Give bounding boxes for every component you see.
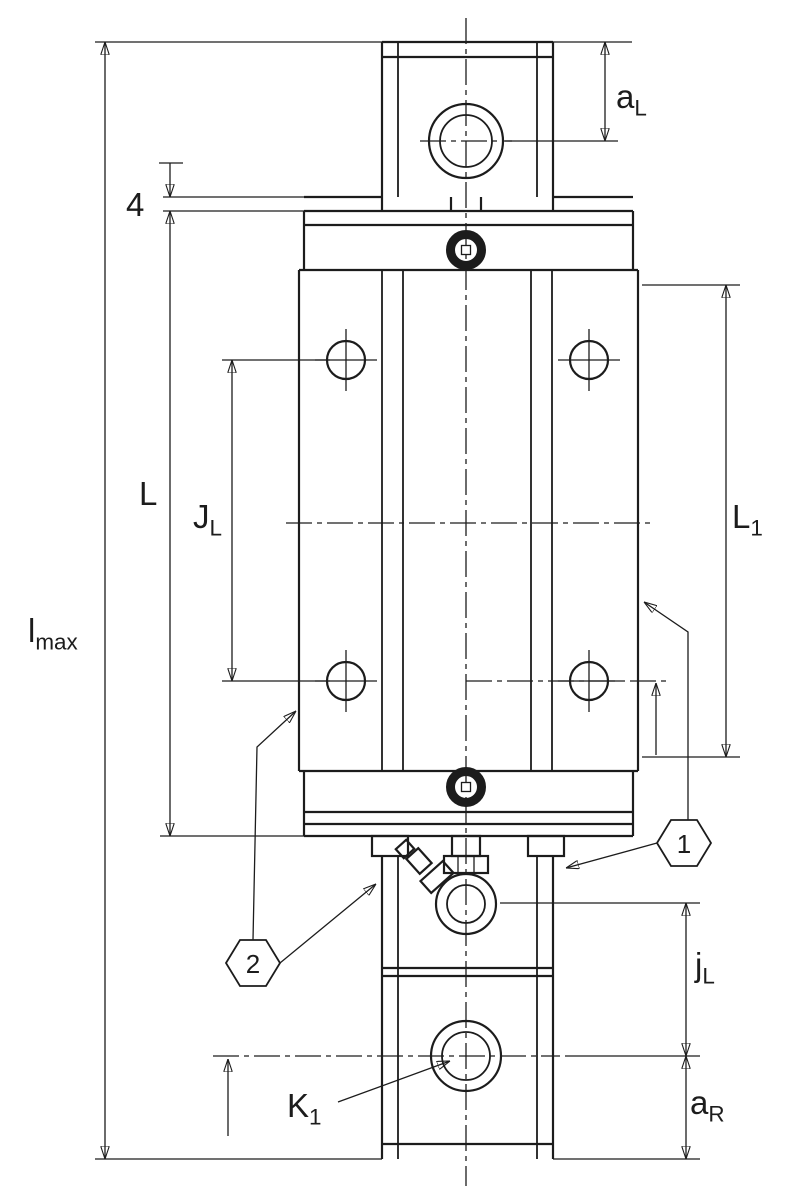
carriage-mounting-hole-bottom-right	[558, 650, 620, 712]
label-l1: L1	[732, 498, 763, 541]
dimension-plate-4	[159, 162, 382, 212]
end-seal-tab-left	[370, 834, 410, 858]
rail-bottom-section	[370, 834, 566, 1159]
balloon-1-hexagon	[655, 819, 713, 867]
dimension-l1	[642, 284, 740, 758]
label-k1: K1	[287, 1087, 322, 1130]
lube-port-bottom	[446, 767, 486, 807]
lube-port-top	[446, 230, 486, 270]
balloon-1	[566, 602, 713, 868]
dimension-lines	[95, 41, 740, 1160]
balloon-2	[224, 711, 376, 987]
rail-top-mounting-hole	[427, 102, 505, 180]
label-l: L	[139, 475, 158, 512]
label-jl-lower: jL	[695, 946, 715, 989]
label-jl-upper: JL	[193, 498, 222, 541]
dimension-jl-upper	[222, 359, 330, 682]
rail-bottom-mounting-hole	[429, 1019, 503, 1093]
end-seal-tab-right	[526, 834, 566, 858]
balloon-2-number: 2	[245, 949, 261, 979]
dimension-al	[505, 42, 618, 142]
centerlines	[213, 18, 668, 1186]
label-4: 4	[126, 186, 145, 223]
label-ar: aR	[690, 1084, 725, 1127]
balloon-1-number: 1	[676, 829, 692, 859]
balloon-2-hexagon	[224, 939, 282, 987]
leader-k1	[337, 1060, 450, 1103]
label-lmax: lmax	[28, 612, 78, 655]
grease-nipple	[394, 834, 498, 936]
carriage-assembly	[297, 195, 640, 838]
label-al: aL	[616, 78, 647, 121]
dimension-l	[160, 211, 304, 837]
rail-top-section	[380, 40, 555, 211]
carriage-body	[297, 268, 640, 773]
rail-joint	[382, 966, 553, 978]
dimension-jl-lower	[500, 902, 700, 1057]
carriage-mounting-hole-top-right	[558, 329, 620, 391]
